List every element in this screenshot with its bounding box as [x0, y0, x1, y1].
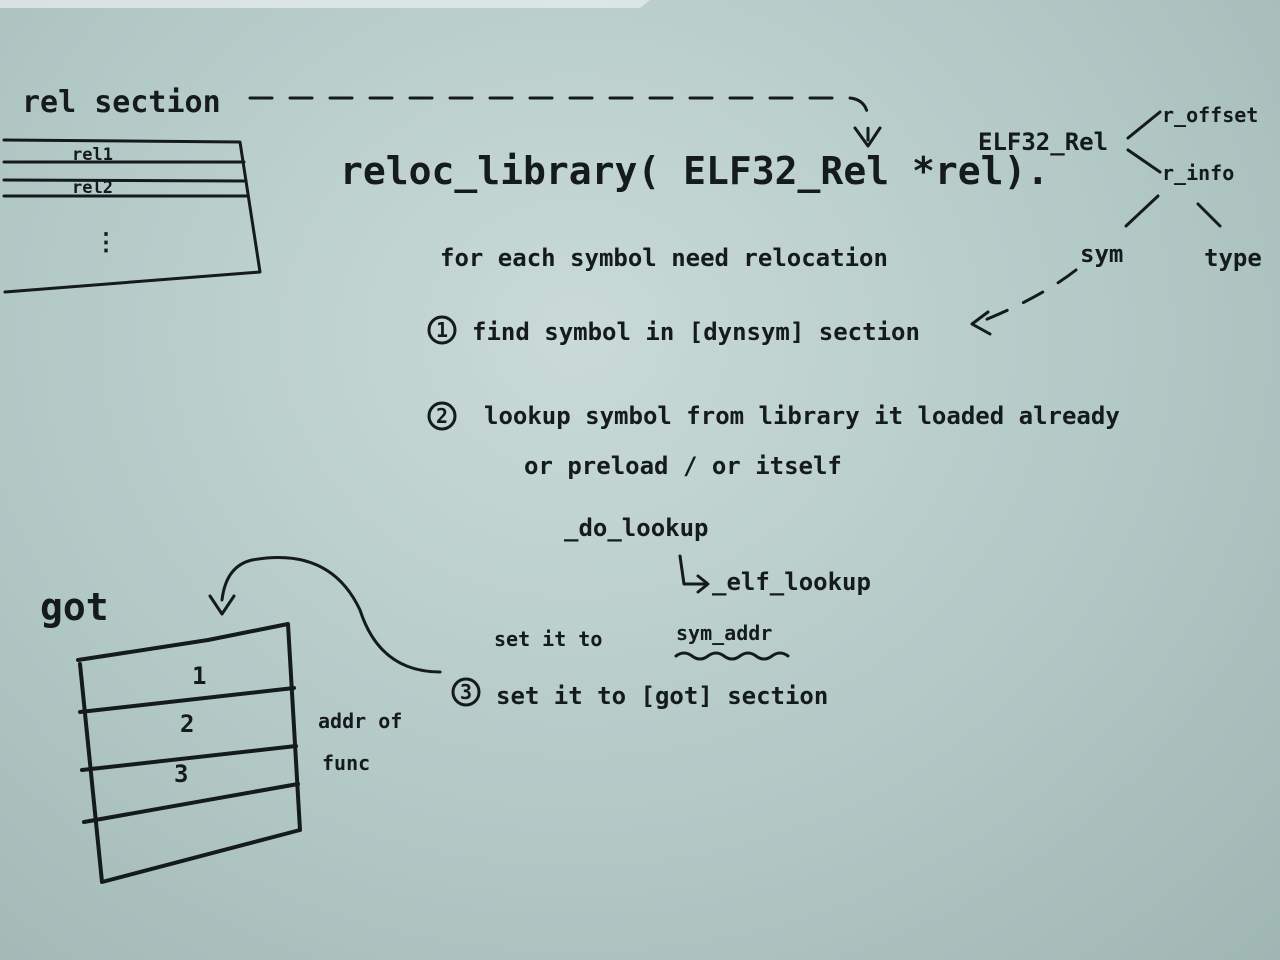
lookup-call-arrowhead: [696, 574, 710, 594]
branch-sym: [1124, 194, 1160, 228]
step-1-circle: [427, 315, 457, 345]
got-arrowhead: [208, 594, 236, 616]
sym-arrowhead: [970, 310, 992, 336]
branch-type: [1196, 202, 1222, 228]
set-note-prefix: set it to: [494, 627, 602, 651]
step-3-text: set it to [got] section: [496, 682, 828, 710]
step-1: 1 find symbol in [dynsym] section: [427, 315, 920, 346]
loop-label: for each symbol need relocation: [440, 244, 888, 272]
lookup-call-do: _do_lookup: [564, 514, 709, 542]
field-r-offset: r_offset: [1162, 103, 1258, 127]
step-2-number: 2: [436, 404, 448, 428]
rel-section-table: [2, 138, 262, 294]
got-label: got: [40, 585, 109, 629]
r-info-sym: sym: [1080, 240, 1123, 268]
lookup-call-arrow: [678, 554, 708, 586]
got-row-1: 1: [192, 662, 206, 690]
rel-arrowhead: [853, 126, 882, 148]
sym-to-step1-arrow: [978, 268, 1078, 324]
got-table-border: [76, 622, 302, 884]
step-1-text: find symbol in [dynsym] section: [472, 318, 920, 346]
elf32-rel-label: ELF32_Rel: [978, 128, 1108, 156]
lookup-call-elf: _elf_lookup: [712, 568, 871, 596]
field-r-info: r_info: [1162, 161, 1234, 185]
r-info-type: type: [1204, 244, 1262, 272]
rel-row-1: rel1: [72, 145, 113, 165]
step-1-number: 1: [436, 318, 448, 342]
branch-r-info: [1126, 148, 1162, 174]
set-note-target: sym_addr: [676, 621, 772, 645]
elf32-rel-struct: ELF32_Rel r_offset r_info sym type: [978, 103, 1262, 272]
rel-to-param-arrow: [248, 96, 870, 142]
branch-r-offset: [1126, 110, 1162, 140]
rel-row-2: rel2: [72, 178, 113, 198]
rel-section: rel section rel1 rel2 ⋮: [2, 85, 262, 294]
got-table: got 1 2 3 addr of func: [40, 585, 402, 884]
step3-to-got-arrow: [220, 556, 442, 674]
got-note-line-2: func: [322, 751, 370, 775]
got-note-line-1: addr of: [318, 709, 402, 733]
step-2-text: lookup symbol from library it loaded alr…: [484, 402, 1120, 430]
got-row-3: 3: [174, 760, 188, 788]
step-2-continuation: or preload / or itself: [524, 452, 842, 480]
step-3-circle: [451, 677, 481, 707]
step-2: 2 lookup symbol from library it loaded a…: [427, 401, 1120, 480]
step-2-circle: [427, 401, 457, 431]
sym-addr-underline: [674, 651, 790, 661]
got-row-2: 2: [180, 710, 194, 738]
rel-row-ellipsis: ⋮: [94, 228, 118, 256]
step-3: 3 set it to [got] section: [451, 677, 828, 710]
function-signature: reloc_library( ELF32_Rel *rel).: [340, 149, 1049, 193]
step-3-number: 3: [460, 680, 472, 704]
rel-section-label: rel section: [22, 85, 221, 120]
